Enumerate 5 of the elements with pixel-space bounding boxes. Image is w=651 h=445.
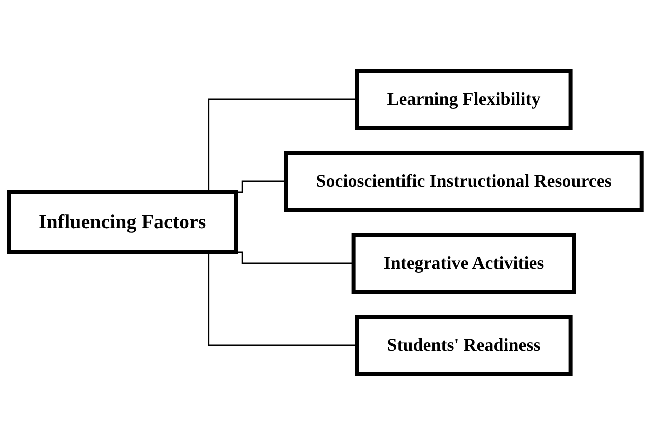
- node-box: Students' Readiness: [355, 315, 573, 376]
- node-box: Influencing Factors: [7, 190, 238, 254]
- node-box: Socioscientific Instructional Resources: [284, 151, 644, 212]
- node-box: Integrative Activities: [352, 233, 576, 294]
- node-box: Learning Flexibility: [355, 69, 573, 130]
